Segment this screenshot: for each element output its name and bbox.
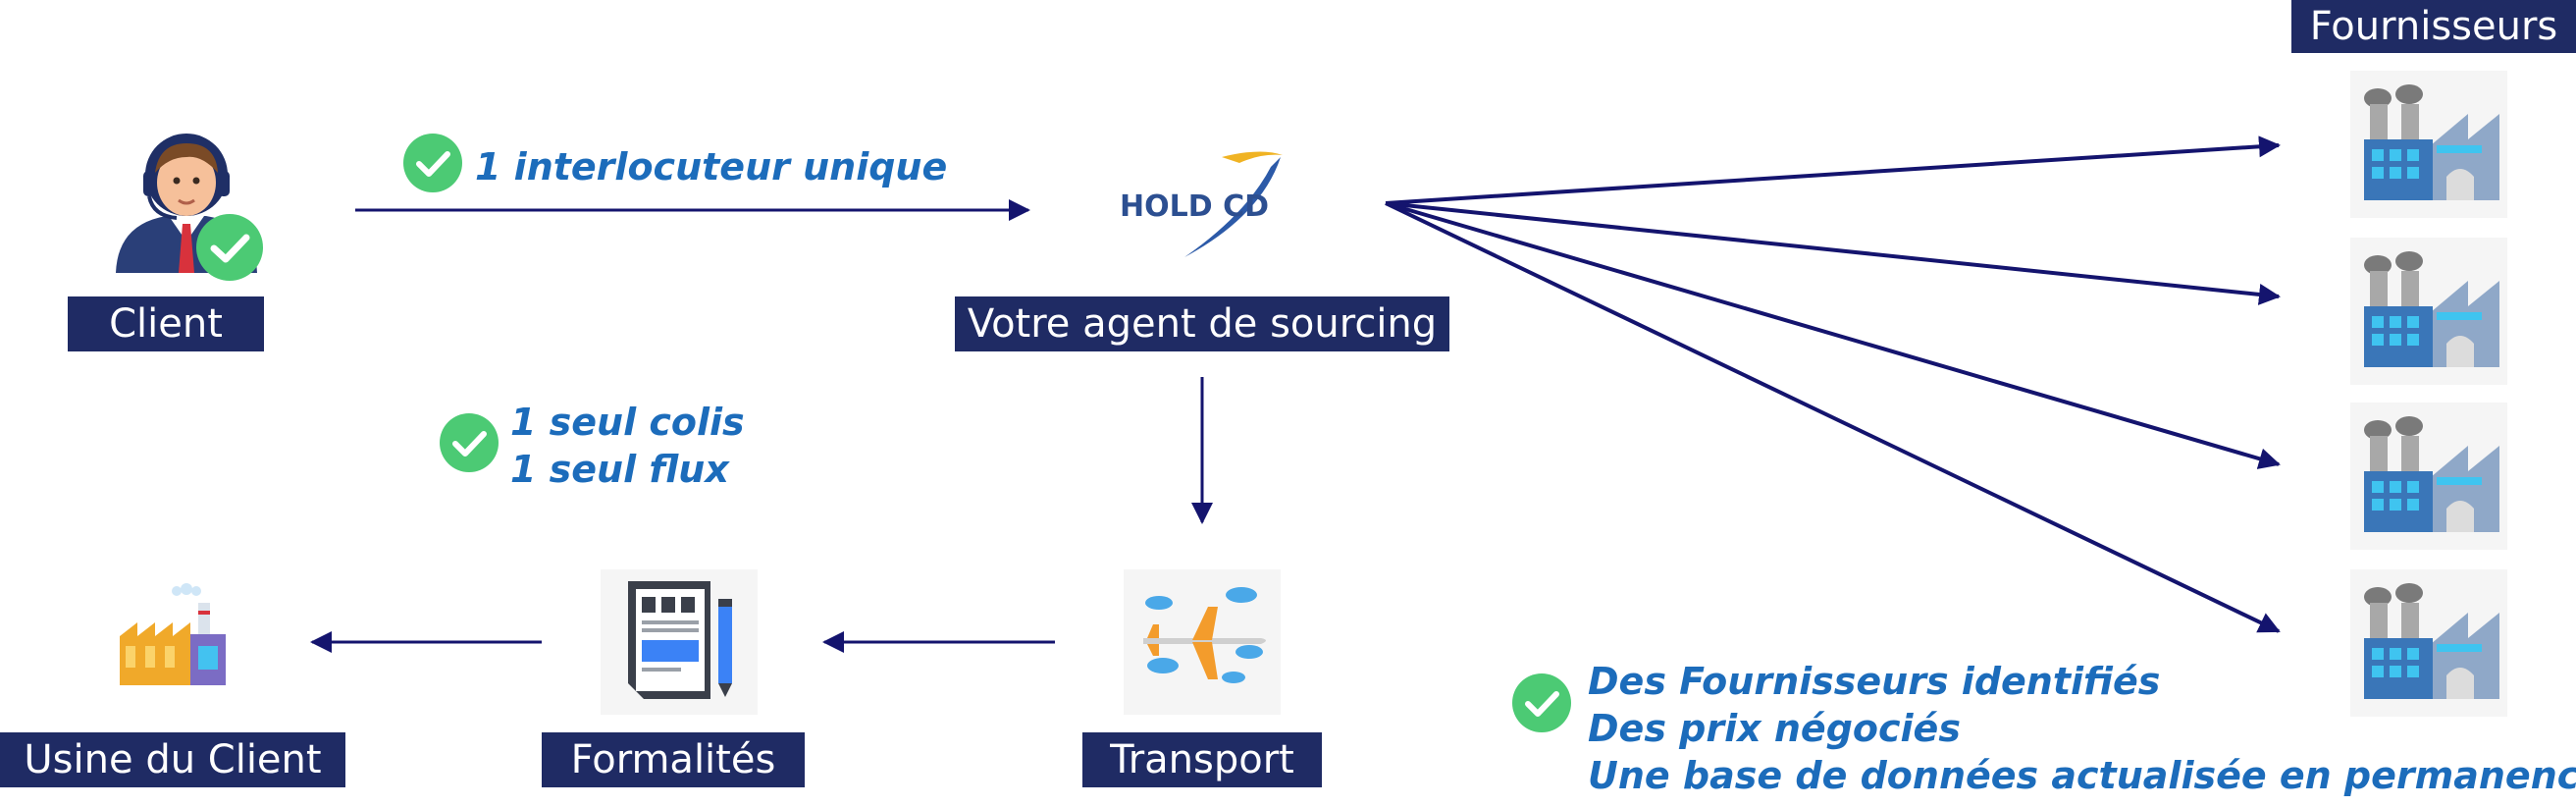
factory-icon [2364,583,2499,699]
formalites-label: Formalités [542,732,805,787]
supplier-factory-4 [2350,569,2507,717]
note-interlocuteur: 1 interlocuteur unique [475,145,948,188]
transport-label: Transport [1082,732,1322,787]
client-check-icon [196,214,263,281]
factory-icon [2364,251,2499,367]
supplier-factory-1 [2350,71,2507,218]
arrow-agent-to-supplier-3 [1385,201,2281,469]
factory-icon [2364,84,2499,200]
note-prix-negocies: Des prix négociés [1588,707,1961,750]
arrow-agent-to-supplier-1 [1385,135,2281,205]
interlocuteur-check-icon [403,134,462,192]
document-icon [601,569,758,715]
supplier-factory-2 [2350,238,2507,385]
hold-cd-logo: HOLD CD [1114,147,1290,260]
factory-icon [2364,416,2499,532]
note-colis: 1 seul colis [510,401,745,444]
arrow-agent-to-supplier-4 [1385,201,2281,633]
client-factory-icon [116,579,243,697]
fournisseurs-check-icon [1512,673,1571,732]
colis-check-icon [440,413,499,472]
svg-text:HOLD CD: HOLD CD [1120,189,1269,224]
fournisseurs-label: Fournisseurs [2291,0,2576,53]
agent-label: Votre agent de sourcing [955,296,1449,351]
note-flux: 1 seul flux [510,448,729,491]
note-base-de-donnees: Une base de données actualisée en perman… [1588,754,2576,797]
arrow-agent-to-supplier-2 [1385,201,2281,305]
supplier-factory-3 [2350,403,2507,550]
plane-icon [1124,569,1281,715]
note-fournisseurs-identifies: Des Fournisseurs identifiés [1588,660,2161,703]
usine-label: Usine du Client [0,732,345,787]
client-label: Client [68,296,264,351]
